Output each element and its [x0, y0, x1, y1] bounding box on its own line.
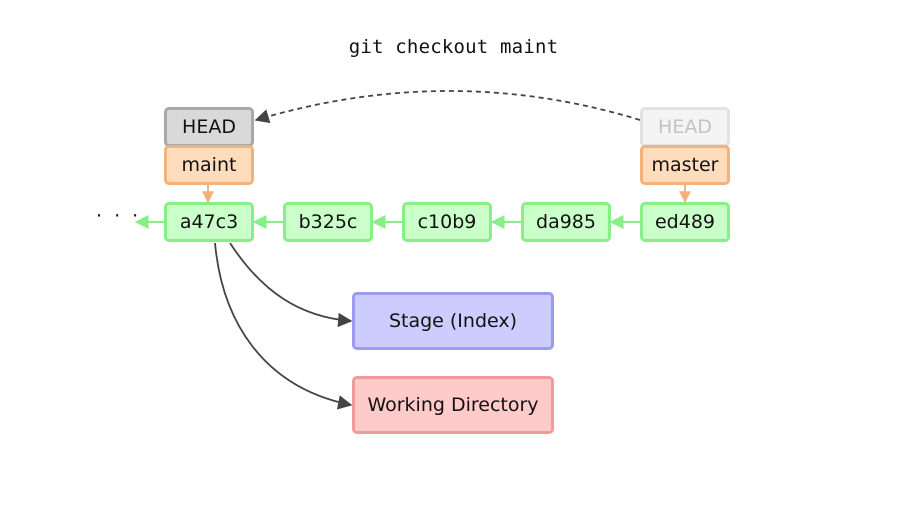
commit-node: c10b9 — [402, 202, 492, 242]
commit-node: ed489 — [640, 202, 730, 242]
commit-node: b325c — [283, 202, 373, 242]
earlier-commits-ellipsis: · · · — [96, 205, 142, 227]
commit-to-stage-arrow — [229, 242, 353, 328]
stage-index-box: Stage (Index) — [352, 292, 554, 350]
previous-head-pointer: HEAD — [640, 107, 730, 147]
commit-node: da985 — [521, 202, 611, 242]
branch-maint: maint — [164, 145, 254, 185]
branch-master: master — [640, 145, 730, 185]
commit-to-workdir-arrow — [214, 242, 353, 410]
head-pointer: HEAD — [164, 107, 254, 147]
head-move-arrow — [254, 90, 641, 124]
command-title: git checkout maint — [348, 36, 559, 58]
working-directory-box: Working Directory — [352, 376, 554, 434]
commit-node: a47c3 — [164, 202, 254, 242]
